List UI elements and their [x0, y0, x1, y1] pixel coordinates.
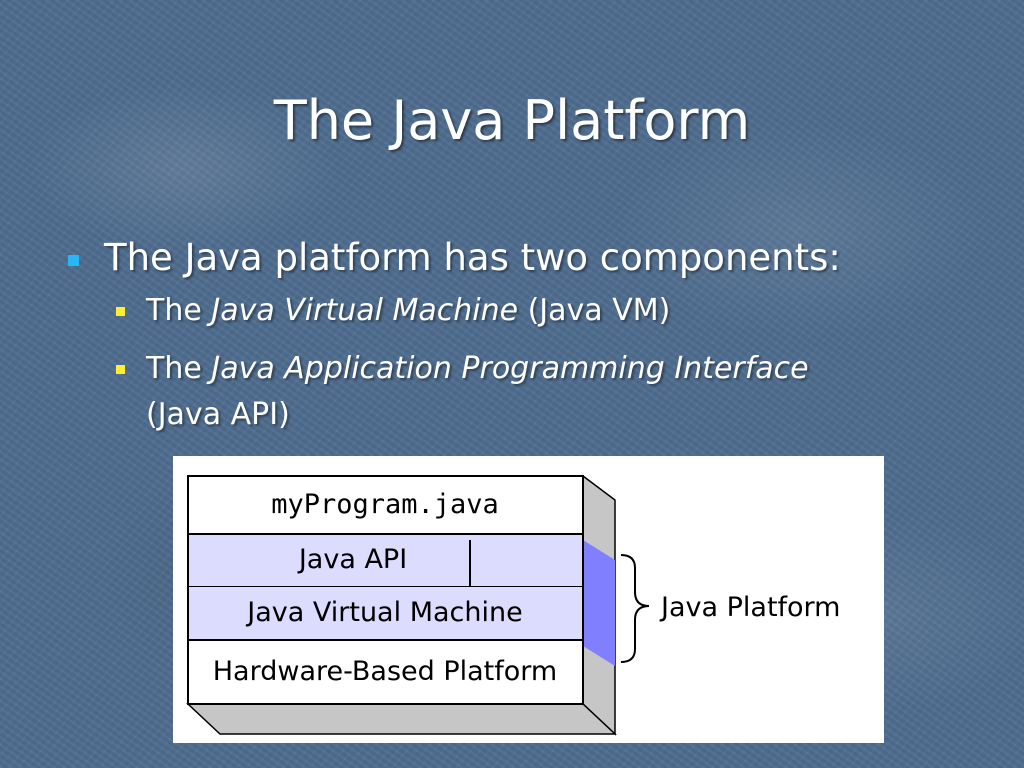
layer-api-label: Java API	[297, 544, 407, 575]
sub-bullet-emphasis: Java Application Programming Interface	[211, 351, 809, 386]
layer-hardware-box	[187, 639, 584, 705]
bullet-text: The Java platform has two components:	[104, 236, 841, 279]
sub-bullet-item: The Java Application Programming Interfa…	[116, 346, 962, 438]
sub-bullet-prefix: The	[146, 351, 212, 386]
platform-side-highlight	[583, 540, 615, 666]
layer-vm-label: Java Virtual Machine	[245, 597, 522, 628]
sub-bullet-suffix: (Java API)	[146, 397, 290, 432]
square-bullet-icon	[68, 255, 79, 266]
stack-bottom-face	[186, 703, 617, 735]
sub-bullet-item: The Java Virtual Machine (Java VM)	[116, 288, 962, 334]
curly-brace-icon	[620, 554, 650, 663]
slide-title: The Java Platform	[273, 89, 751, 152]
square-sub-bullet-icon	[116, 307, 125, 316]
layer-program-box	[187, 475, 584, 535]
sub-bullet-prefix: The	[146, 293, 212, 328]
sub-bullet-emphasis: Java Virtual Machine	[211, 293, 519, 328]
bullet-item: The Java platform has two components:	[62, 230, 962, 286]
layer-program-label: myProgram.java	[271, 489, 499, 520]
diagram-canvas: myProgram.java Java API Java Virtual Mac…	[186, 474, 840, 736]
square-sub-bullet-icon	[116, 365, 125, 374]
bullet-list: The Java platform has two components: Th…	[62, 230, 962, 450]
sub-bullet-suffix: (Java VM)	[518, 293, 671, 328]
java-platform-diagram: myProgram.java Java API Java Virtual Mac…	[173, 456, 884, 743]
layer-vm-box	[188, 587, 583, 640]
layer-hardware-label: Hardware-Based Platform	[213, 656, 557, 687]
sub-bullet-list: The Java Virtual Machine (Java VM) The J…	[116, 288, 962, 438]
bracket-label: Java Platform	[659, 592, 840, 623]
